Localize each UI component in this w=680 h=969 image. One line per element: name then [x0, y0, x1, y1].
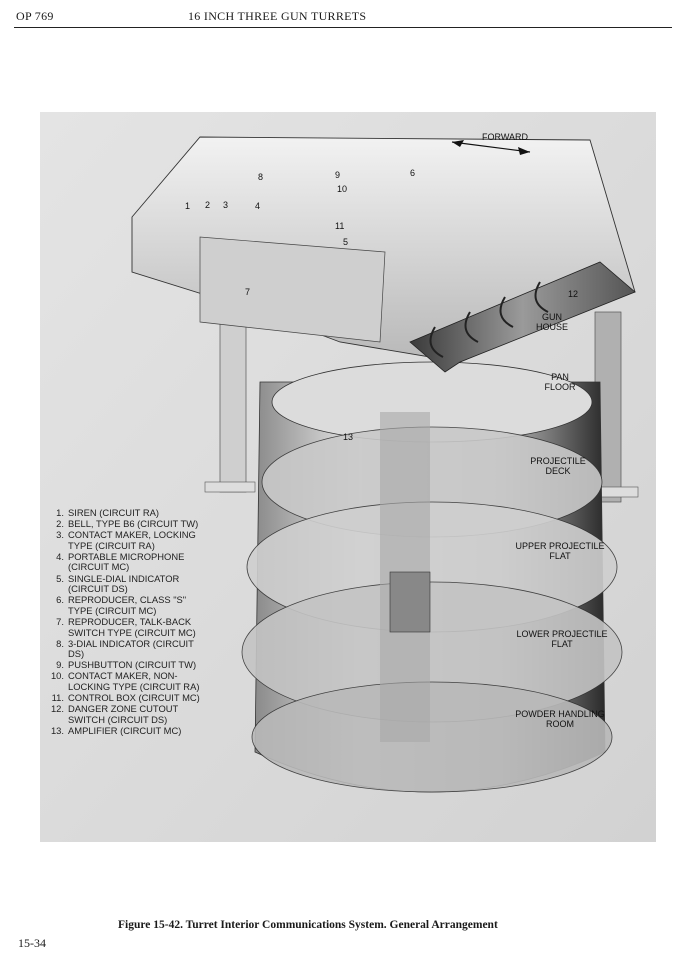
- legend-text: PORTABLE MICROPHONE (CIRCUIT MC): [68, 550, 185, 573]
- legend-text: CONTACT MAKER, LOCKING TYPE (CIRCUIT RA): [68, 529, 196, 551]
- legend-item: 5. SINGLE-DIAL INDICATOR (CIRCUIT DS): [50, 572, 210, 595]
- legend-number: 7.: [56, 615, 64, 627]
- legend-text: SINGLE-DIAL INDICATOR (CIRCUIT DS): [68, 572, 180, 595]
- header-rule: [14, 27, 672, 28]
- legend-item: 9. PUSHBUTTON (CIRCUIT TW): [50, 660, 210, 671]
- callout-13: 13: [343, 432, 353, 442]
- legend-text: REPRODUCER, CLASS "S" TYPE (CIRCUIT MC): [68, 594, 187, 616]
- legend-number: 3.: [56, 529, 64, 541]
- legend-text: CONTACT MAKER, NON-LOCKING TYPE (CIRCUIT…: [68, 670, 200, 692]
- legend-text: AMPLIFIER (CIRCUIT MC): [68, 724, 182, 736]
- page-number: 15-34: [18, 936, 46, 950]
- callout-12: 12: [568, 289, 578, 299]
- legend-item: 12. DANGER ZONE CUTOUT SWITCH (CIRCUIT DS…: [50, 703, 210, 725]
- callout-2: 2: [205, 200, 210, 210]
- legend: 1. SIREN (CIRCUIT RA) 2. BELL, TYPE B6 (CIR…: [50, 507, 210, 737]
- legend-item: 2. BELL, TYPE B6 (CIRCUIT TW): [50, 518, 210, 530]
- legend-text: 3-DIAL INDICATOR (CIRCUIT DS): [68, 637, 194, 660]
- legend-item: 3. CONTACT MAKER, LOCKING TYPE (CIRCUIT R…: [50, 529, 210, 551]
- legend-number: 12.: [50, 703, 64, 715]
- legend-number: 11.: [51, 692, 64, 704]
- legend-item: 7. REPRODUCER, TALK-BACK SWITCH TYPE (CIR…: [50, 615, 210, 638]
- legend-item: 4. PORTABLE MICROPHONE (CIRCUIT MC): [50, 550, 210, 573]
- legend-text: BELL, TYPE B6 (CIRCUIT TW): [68, 518, 199, 530]
- legend-item: 8. 3-DIAL INDICATOR (CIRCUIT DS): [50, 637, 210, 660]
- legend-item: 11. CONTROL BOX (CIRCUIT MC): [50, 692, 210, 704]
- legend-number: 2.: [56, 518, 64, 530]
- turret-illustration: FORWARD 1 2 3 4 5 6 7 8 9 10 11 12 13 GU…: [40, 112, 656, 842]
- legend-number: 6.: [56, 594, 64, 606]
- legend-text: PUSHBUTTON (CIRCUIT TW): [68, 659, 197, 671]
- legend-item: 13. AMPLIFIER (CIRCUIT MC): [50, 724, 210, 737]
- callout-numbers: 1 2 3 4 5 6 7 8 9 10 11 12 13: [185, 168, 578, 442]
- callout-9: 9: [335, 170, 340, 180]
- legend-text: REPRODUCER, TALK-BACK SWITCH TYPE (CIRCU…: [68, 615, 196, 638]
- document-id: OP 769: [16, 9, 54, 23]
- legend-text: CONTROL BOX (CIRCUIT MC): [68, 692, 200, 704]
- callout-8: 8: [258, 172, 263, 182]
- forward-label: FORWARD: [482, 132, 528, 142]
- legend-number: 13.: [50, 724, 64, 736]
- callout-10: 10: [337, 184, 347, 194]
- legend-item: 6. REPRODUCER, CLASS "S" TYPE (CIRCUIT MC…: [50, 594, 210, 616]
- callout-1: 1: [185, 201, 190, 211]
- legend-number: 10.: [50, 670, 64, 682]
- callout-6: 6: [410, 168, 415, 178]
- callout-7: 7: [245, 287, 250, 297]
- callout-3: 3: [223, 200, 228, 210]
- legend-number: 4.: [56, 550, 64, 562]
- legend-number: 9.: [56, 659, 64, 671]
- callout-4: 4: [255, 201, 260, 211]
- callout-11: 11: [335, 221, 344, 231]
- legend-number: 8.: [56, 637, 64, 649]
- legend-text: SIREN (CIRCUIT RA): [68, 507, 159, 518]
- figure-caption: Figure 15-42. Turret Interior Communicat…: [118, 919, 498, 931]
- legend-item: 1. SIREN (CIRCUIT RA): [50, 507, 210, 519]
- legend-item: 10. CONTACT MAKER, NON-LOCKING TYPE (CIRC…: [50, 671, 210, 692]
- callout-5: 5: [343, 237, 348, 247]
- legend-number: 5.: [56, 572, 64, 584]
- running-title: 16 INCH THREE GUN TURRETS: [188, 9, 367, 23]
- legend-text: DANGER ZONE CUTOUT SWITCH (CIRCUIT DS): [68, 703, 179, 725]
- powder-handling-room: [251, 681, 613, 793]
- legend-number: 1.: [56, 507, 64, 518]
